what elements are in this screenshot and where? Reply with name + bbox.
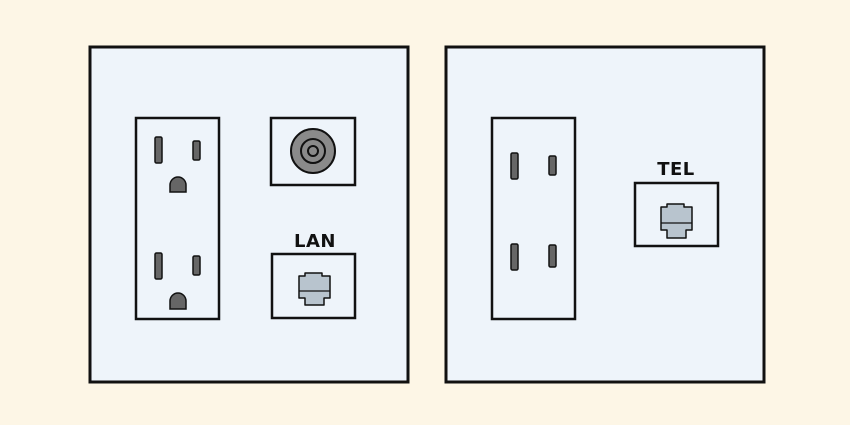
tel-jack: [633, 181, 720, 248]
coax-jack: [269, 116, 357, 187]
left-wall-plate: LAN: [88, 45, 410, 384]
rj11-port-icon: [660, 203, 693, 239]
two-prong-duplex-outlet: [490, 116, 577, 321]
lan-jack: [270, 252, 357, 320]
outlet-slot-neutral: [154, 136, 163, 164]
outlet-slot-hot: [192, 140, 201, 161]
right-wall-plate: TEL: [444, 45, 766, 384]
outlet-cover: [134, 116, 221, 321]
outlet-ground-hole: [169, 176, 187, 193]
outlet-ground-hole: [169, 292, 187, 310]
outlet-slot-hot: [548, 244, 557, 268]
outlet-slot-neutral: [510, 243, 519, 271]
outlet-slot-neutral: [510, 152, 519, 180]
grounded-duplex-outlet: [134, 116, 221, 321]
outlet-cover: [490, 116, 577, 321]
outlet-slot-neutral: [154, 252, 163, 280]
outlet-slot-hot: [192, 255, 201, 276]
lan-label: LAN: [294, 231, 336, 252]
outlet-slot-hot: [548, 155, 557, 176]
coax-center-pin: [307, 145, 319, 157]
tel-label: TEL: [657, 159, 695, 180]
rj45-port-icon: [298, 272, 331, 306]
